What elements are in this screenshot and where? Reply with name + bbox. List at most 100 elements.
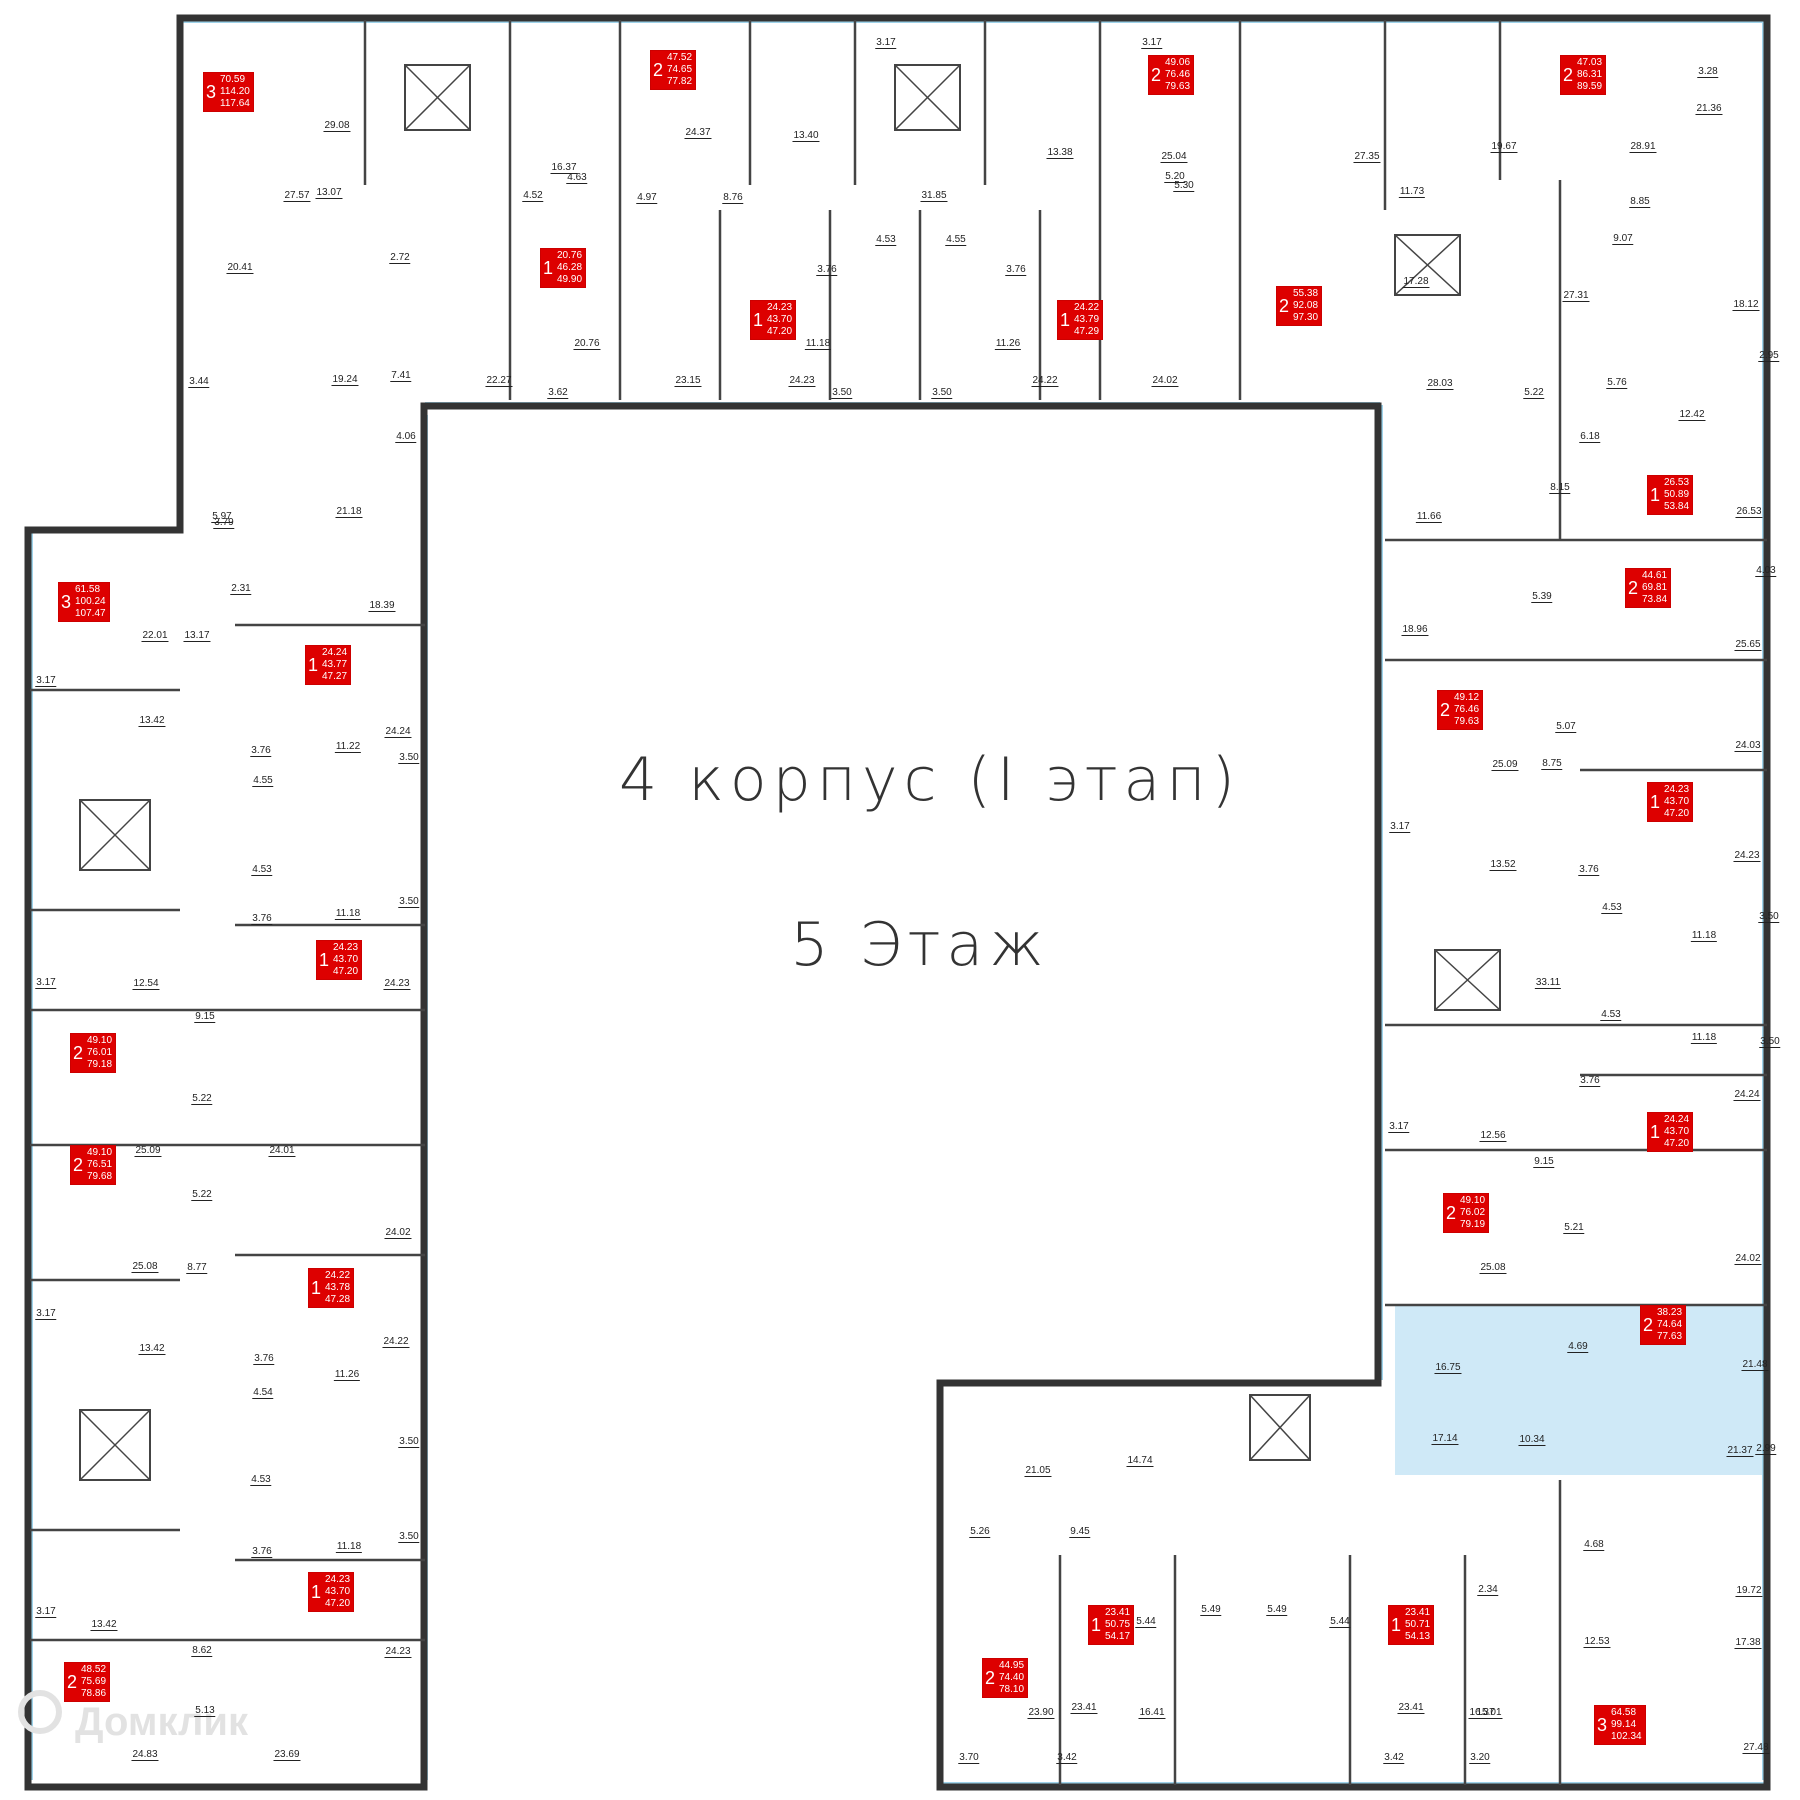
- room-area-label: 18.39: [368, 600, 396, 612]
- room-area-label: 3.17: [1141, 37, 1163, 49]
- apartment-area-total-with-balcony: 47.20: [767, 326, 793, 337]
- apartment-area-total-with-balcony: 79.63: [1454, 716, 1480, 727]
- apartment-room-count: 2: [71, 1034, 85, 1072]
- room-area-label: 3.76: [816, 264, 838, 276]
- room-area-label: 21.36: [1695, 103, 1723, 115]
- partitions: [30, 20, 1767, 1785]
- room-area-label: 3.42: [1056, 1752, 1078, 1764]
- room-area-label: 15.01: [1475, 1707, 1503, 1719]
- room-area-label: 8.62: [191, 1645, 213, 1657]
- room-area-label: 23.41: [1070, 1702, 1098, 1714]
- apartment-area-total: 46.28: [557, 262, 583, 273]
- apartment-area-total: 76.46: [1165, 69, 1191, 80]
- apartment-area-total-with-balcony: 77.82: [667, 76, 693, 87]
- apartment-area-total: 43.79: [1074, 314, 1100, 325]
- apartment-room-count: 2: [1561, 56, 1575, 94]
- room-area-label: 3.17: [35, 1606, 57, 1618]
- room-area-label: 5.76: [1606, 377, 1628, 389]
- apartment-area-total-with-balcony: 78.10: [999, 1684, 1025, 1695]
- room-area-label: 24.22: [382, 1336, 410, 1348]
- apartment-area-living: 44.95: [999, 1660, 1025, 1671]
- apartment-area-total: 74.65: [667, 64, 693, 75]
- apartment-room-count: 1: [1089, 1606, 1103, 1644]
- room-area-label: 24.83: [131, 1749, 159, 1761]
- room-area-label: 11.26: [994, 338, 1022, 350]
- room-area-label: 3.17: [35, 1308, 57, 1320]
- apartment-area-total: 76.02: [1460, 1207, 1486, 1218]
- apartment-area-total-with-balcony: 47.29: [1074, 326, 1100, 337]
- room-area-label: 13.38: [1046, 147, 1074, 159]
- room-area-label: 17.28: [1402, 276, 1430, 288]
- apartment-area-total-with-balcony: 53.84: [1664, 501, 1690, 512]
- room-area-label: 3.50: [398, 1531, 420, 1543]
- room-area-label: 9.15: [194, 1011, 216, 1023]
- room-area-label: 24.24: [1733, 1089, 1761, 1101]
- room-area-label: 4.68: [1583, 1539, 1605, 1551]
- room-area-label: 24.23: [383, 978, 411, 990]
- room-area-label: 2.72: [389, 252, 411, 264]
- apartment-area-total-with-balcony: 47.28: [325, 1294, 351, 1305]
- apartment-room-count: 2: [1438, 691, 1452, 729]
- apartment-area-living: 44.61: [1642, 570, 1668, 581]
- apartment-area-living: 24.23: [767, 302, 793, 313]
- room-area-label: 23.90: [1027, 1707, 1055, 1719]
- apartment-area-living: 26.53: [1664, 477, 1690, 488]
- room-area-label: 24.37: [684, 127, 712, 139]
- apartment-room-count: 1: [541, 249, 555, 287]
- room-area-label: 3.79: [213, 517, 235, 529]
- room-area-label: 2.31: [230, 583, 252, 595]
- room-area-label: 18.96: [1401, 624, 1429, 636]
- room-area-label: 16.37: [550, 162, 578, 174]
- room-area-label: 13.42: [90, 1619, 118, 1631]
- apartment-area-living: 47.03: [1577, 57, 1603, 68]
- room-area-label: 5.97: [211, 511, 233, 523]
- floor-title: 5 Этаж: [790, 910, 1050, 980]
- room-area-label: 11.18: [804, 338, 832, 350]
- apartment-room-count: 3: [59, 583, 73, 621]
- room-area-label: 5.39: [1531, 591, 1553, 603]
- apartment-room-count: 1: [309, 1269, 323, 1307]
- room-area-label: 28.03: [1426, 378, 1454, 390]
- apartment-area-total-with-balcony: 54.13: [1405, 1631, 1431, 1642]
- room-area-label: 28.91: [1629, 141, 1657, 153]
- watermark: Домклик: [75, 1700, 249, 1744]
- apartment-area-total-with-balcony: 79.19: [1460, 1219, 1486, 1230]
- room-area-label: 4.53: [1600, 1009, 1622, 1021]
- elevator-shafts: [79, 64, 1501, 1481]
- room-area-label: 8.15: [1549, 482, 1571, 494]
